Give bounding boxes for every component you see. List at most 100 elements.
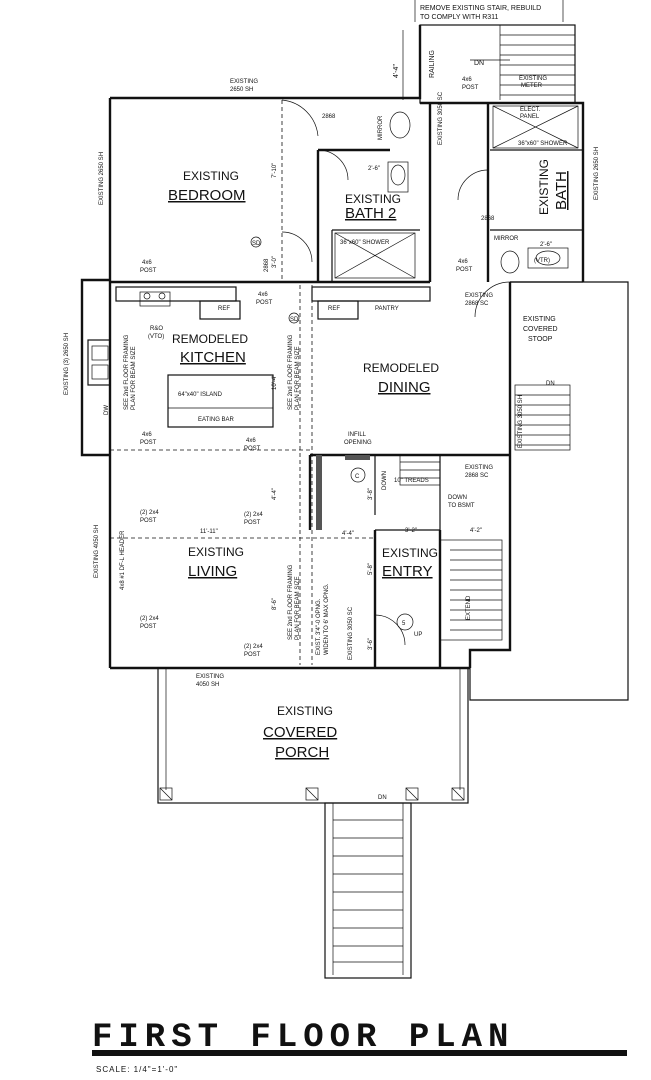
dw: DW bbox=[104, 405, 110, 415]
porch-label-1: EXISTING bbox=[277, 704, 333, 718]
stoop-stair bbox=[514, 384, 571, 451]
dn-top-label: DN bbox=[474, 60, 484, 67]
door-bath: 2868 bbox=[481, 216, 495, 222]
dining-label-1: REMODELED bbox=[363, 361, 439, 375]
eating-bar: EATING BAR bbox=[198, 417, 235, 423]
exist-meter-1: EXISTING bbox=[519, 76, 547, 82]
bath2-fixtures bbox=[334, 111, 416, 279]
entry-label-1: EXISTING bbox=[382, 546, 438, 560]
porch-label-2: COVERED bbox=[263, 724, 337, 741]
post-bath-2: POST bbox=[456, 267, 473, 273]
kitchen-label-1: REMODELED bbox=[172, 332, 248, 346]
post-kitchen-low-1: 4x6 bbox=[142, 432, 152, 438]
circle-c: C bbox=[355, 474, 360, 480]
plan-scale: SCALE: 1/4"=1'-0" bbox=[96, 1065, 178, 1074]
down: DOWN bbox=[382, 471, 388, 490]
bath-label-2: BATH bbox=[553, 171, 570, 210]
framing-living-2: PLAN FOR BEAM SIZE bbox=[295, 576, 301, 640]
pantry: PANTRY bbox=[375, 306, 399, 312]
annotations: EXISTING 2650 SH EXISTING 2650 SH EXISTI… bbox=[64, 79, 600, 801]
dim-10-4: 10'-4" bbox=[272, 375, 278, 390]
interior-walls bbox=[110, 100, 583, 668]
shower-bath: 36"x60" SHOWER bbox=[518, 141, 568, 147]
smoke-b: SD bbox=[290, 317, 299, 323]
post-kitchen-low-2: POST bbox=[140, 440, 157, 446]
win-living-left: EXISTING 4050 SH bbox=[94, 525, 100, 578]
stoop-label-1: EXISTING bbox=[523, 316, 556, 323]
door-stoop-2: 2868 SC bbox=[465, 301, 489, 307]
door-swings bbox=[281, 99, 511, 646]
dining-label-2: DINING bbox=[378, 379, 431, 396]
post-living-4-a: (2) 2x4 bbox=[244, 644, 263, 650]
dn-porch: DN bbox=[378, 795, 387, 801]
bath-fixtures bbox=[492, 105, 579, 274]
framing-kitchen-1: SEE 2nd FLOOR FRAMING bbox=[124, 334, 130, 410]
post-living-4-b: POST bbox=[244, 652, 261, 658]
circle-s: 5 bbox=[402, 621, 406, 627]
win-dining-right: EXISTING 3050 SH bbox=[518, 395, 524, 448]
win-bed-top-2: 2650 SH bbox=[230, 87, 253, 93]
win-living-front-2: 4050 SH bbox=[196, 682, 219, 688]
post-kitchen-mid-2: POST bbox=[256, 300, 273, 306]
door-kitchen-stoop-2: 2868 SC bbox=[465, 473, 489, 479]
dim-3-8: 3'-8" bbox=[368, 488, 374, 500]
stair-note-line-2: TO COMPLY WITH R311 bbox=[420, 14, 499, 21]
door-bath2: 2868 bbox=[264, 258, 270, 272]
dim-3-2: 3'-2" bbox=[405, 528, 417, 534]
treads: 10" TREADS bbox=[394, 478, 429, 484]
post-dining-2: POST bbox=[244, 446, 261, 452]
down-bsmt-1: DOWN bbox=[448, 495, 467, 501]
win-bed-left: EXISTING 2650 SH bbox=[99, 152, 105, 205]
win-entry-front: EXISTING 3050 SC bbox=[348, 606, 354, 660]
up: UP bbox=[414, 632, 422, 638]
bedroom-label-2: BEDROOM bbox=[168, 187, 246, 204]
ref-dining: REF bbox=[328, 306, 340, 312]
framing-dining-2: PLAN FOR BEAM SIZE bbox=[295, 346, 301, 410]
win-bath-right: EXISTING 2650 SH bbox=[594, 147, 600, 200]
framing-kitchen-2: PLAN FOR BEAM SIZE bbox=[131, 346, 137, 410]
header-label: 4x8 #1 DF-L HEADER bbox=[120, 530, 126, 590]
shower-bath2: 36"x60" SHOWER bbox=[340, 240, 390, 246]
railing-label: RAILING bbox=[429, 50, 436, 78]
range-1: R&O bbox=[150, 326, 163, 332]
dim-4-4-top: 4'-4" bbox=[393, 64, 400, 78]
post-dining-1: 4x6 bbox=[246, 438, 256, 444]
win-stair: EXISTING 3050 SC bbox=[438, 91, 444, 145]
interior-stair bbox=[399, 454, 503, 641]
smoke-a: SD bbox=[252, 241, 261, 247]
covered-porch bbox=[157, 667, 469, 979]
house-walls bbox=[80, 25, 629, 701]
entry-label-2: ENTRY bbox=[382, 563, 433, 580]
stoop-label-3: STOOP bbox=[528, 336, 553, 343]
post-living-1-a: (2) 2x4 bbox=[140, 510, 159, 516]
dim-11-11: 11'-11" bbox=[200, 529, 218, 535]
dn-stoop: DN bbox=[546, 381, 555, 387]
dim-4-4-entry: 4'-4" bbox=[342, 531, 354, 537]
porch-label-3: PORCH bbox=[275, 744, 329, 761]
post-top-1: 4x6 bbox=[462, 77, 472, 83]
dim-2-6-bath: 2'-6" bbox=[540, 242, 552, 248]
post-kitchen-top-1: 4x6 bbox=[142, 260, 152, 266]
extend: EXTEND bbox=[466, 595, 472, 620]
win-bed-top-1: EXISTING bbox=[230, 79, 258, 85]
post-living-2-b: POST bbox=[244, 520, 261, 526]
post-kitchen-mid-1: 4x6 bbox=[258, 292, 268, 298]
infill-1: INFILL bbox=[348, 432, 367, 438]
stair-note-line-1: REMOVE EXISTING STAIR, REBUILD bbox=[420, 5, 541, 12]
kitchen-label-2: KITCHEN bbox=[180, 349, 246, 366]
island: 64"x40" ISLAND bbox=[178, 392, 223, 398]
kitchen-counters bbox=[87, 286, 431, 428]
win-kitchen-left: EXISTING (3) 2650 SH bbox=[64, 333, 70, 395]
dim-5-8: 5'-8" bbox=[368, 563, 374, 575]
dim-3-6: 3'-6" bbox=[368, 638, 374, 650]
exist-meter-2: METER bbox=[521, 83, 543, 89]
bath2-label-1: EXISTING bbox=[345, 192, 401, 206]
door-kitchen-stoop-1: EXISTING bbox=[465, 465, 493, 471]
down-bsmt-2: TO BSMT bbox=[448, 503, 475, 509]
elect-panel-2: PANEL bbox=[520, 114, 540, 120]
infill-2: OPENING bbox=[344, 440, 372, 446]
living-label-1: EXISTING bbox=[188, 545, 244, 559]
post-living-2-a: (2) 2x4 bbox=[244, 512, 263, 518]
door-stoop-1: EXISTING bbox=[465, 293, 493, 299]
